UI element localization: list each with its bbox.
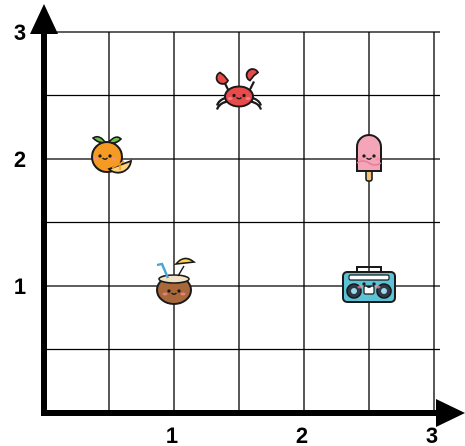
orange-icon (92, 137, 131, 173)
grid-items (92, 69, 395, 304)
axes (30, 4, 465, 427)
boombox-icon (343, 267, 395, 302)
x-axis-arrow (436, 399, 465, 427)
y-axis-arrow (30, 4, 58, 34)
popsicle-icon (357, 135, 381, 181)
x-tick-label: 3 (426, 423, 438, 446)
x-tick-label: 2 (296, 423, 308, 446)
x-tick-label: 1 (166, 423, 178, 446)
coconut-drink-icon (157, 258, 194, 304)
y-tick-label: 2 (14, 147, 26, 172)
y-tick-label: 3 (14, 20, 26, 45)
y-tick-label: 1 (14, 274, 26, 299)
